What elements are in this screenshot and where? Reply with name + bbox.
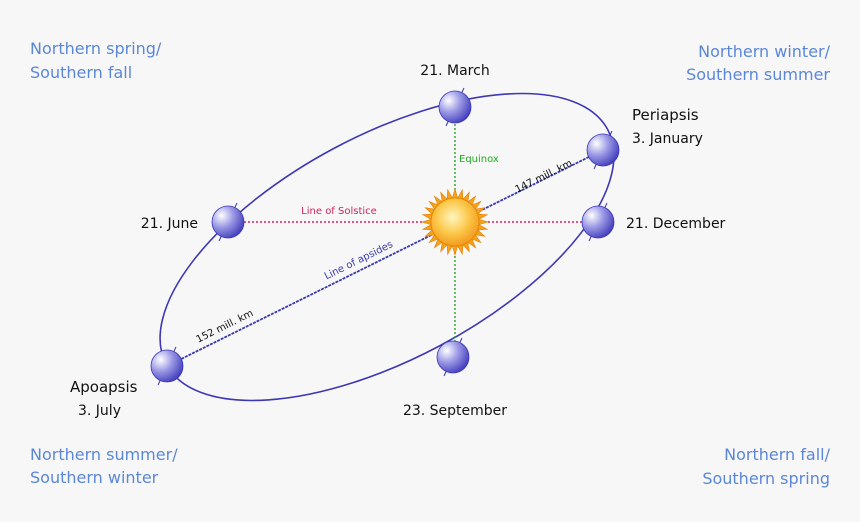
periapsis-label: Periapsis [632, 106, 699, 124]
earth-icon [211, 202, 245, 242]
apsides-line [166, 149, 604, 367]
date-july: 3. July [78, 403, 121, 419]
apsides-label: Line of apsides [323, 239, 395, 282]
season-top-left-line1: Northern spring/ [30, 39, 162, 58]
season-top-left-line2: Southern fall [30, 63, 132, 82]
earth-icon [436, 337, 470, 377]
sun-icon [420, 187, 490, 257]
season-top-right-line1: Northern winter/ [698, 42, 830, 61]
season-top-right-line2: Southern summer [686, 65, 830, 84]
season-bottom-right-line2: Southern spring [702, 469, 830, 488]
season-bottom-right-line1: Northern fall/ [724, 445, 830, 464]
earth-icon [438, 87, 472, 127]
date-june: 21. June [141, 216, 198, 232]
apoapsis-label: Apoapsis [70, 378, 138, 396]
season-bottom-left-line2: Southern winter [30, 468, 159, 487]
date-december: 21. December [626, 216, 726, 232]
earth-icon [150, 346, 184, 386]
date-september: 23. September [403, 403, 507, 419]
date-march: 21. March [420, 63, 489, 79]
solstice-label: Line of Solstice [301, 206, 377, 217]
earth-icon [586, 130, 620, 170]
date-january: 3. January [632, 131, 703, 147]
equinox-label: Equinox [459, 154, 499, 165]
season-bottom-left-line1: Northern summer/ [30, 445, 178, 464]
near-distance-label: 147 mill. km [514, 158, 575, 196]
earth-icon [581, 202, 615, 242]
